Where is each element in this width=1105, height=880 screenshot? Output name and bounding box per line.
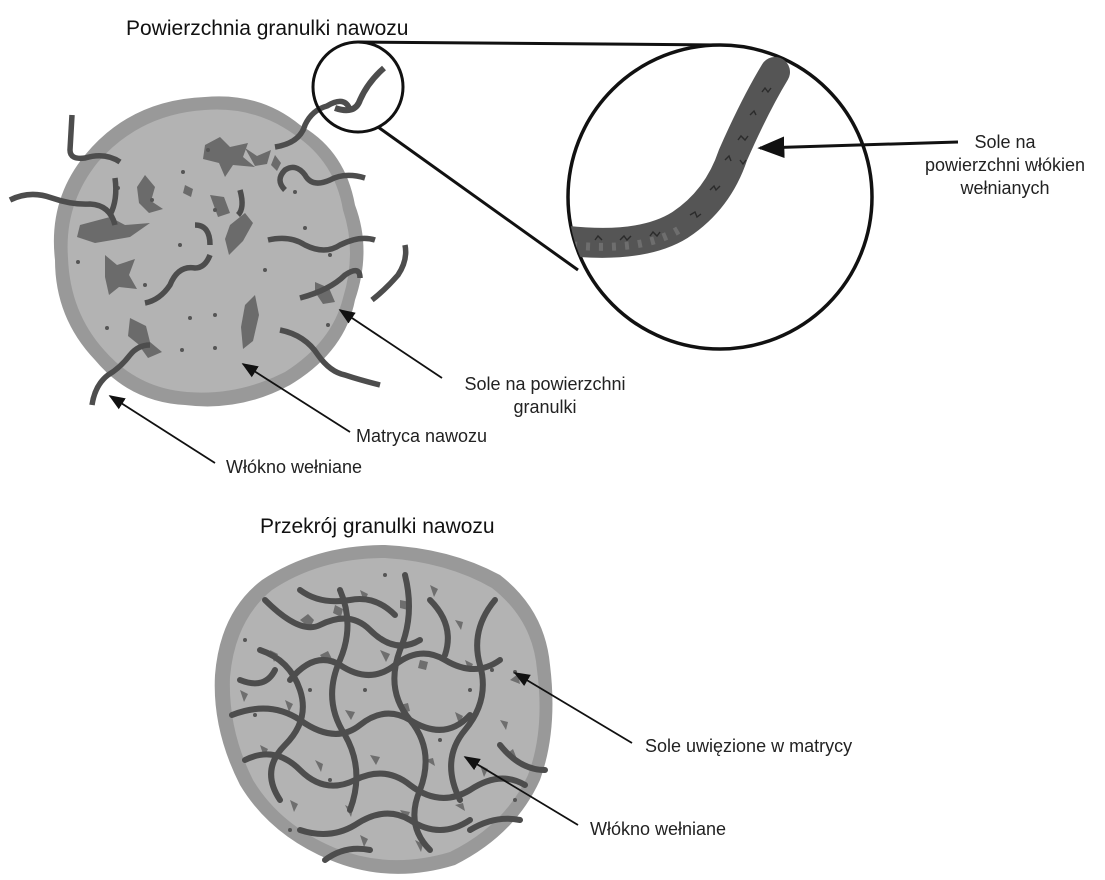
- label-trapped-salts: Sole uwięzione w matrycy: [645, 735, 852, 758]
- label-fiber-salts-line2: powierzchni włókien: [910, 154, 1100, 177]
- cross-section-granule: [215, 545, 632, 874]
- label-wool-fiber-cross: Włókno wełniane: [590, 818, 726, 841]
- label-matrix: Matryca nawozu: [356, 425, 487, 448]
- label-fiber-salts-line3: wełnianych: [910, 177, 1100, 200]
- zoom-line-top: [358, 42, 720, 45]
- label-granule-salts-line2: granulki: [445, 396, 645, 419]
- label-wool-fiber-top: Włókno wełniane: [226, 456, 362, 479]
- label-granule-salts: Sole na powierzchni granulki: [445, 373, 645, 419]
- label-granule-salts-line1: Sole na powierzchni: [445, 373, 645, 396]
- surface-title: Powierzchnia granulki nawozu: [126, 17, 409, 40]
- cross-section-title: Przekrój granulki nawozu: [260, 515, 495, 538]
- arrow-granule-salts: [340, 310, 442, 378]
- label-fiber-salts-line1: Sole na: [910, 131, 1100, 154]
- zoom-view: [560, 45, 872, 349]
- label-fiber-salts: Sole na powierzchni włókien wełnianych: [910, 131, 1100, 200]
- magnifier-circle: [313, 42, 403, 132]
